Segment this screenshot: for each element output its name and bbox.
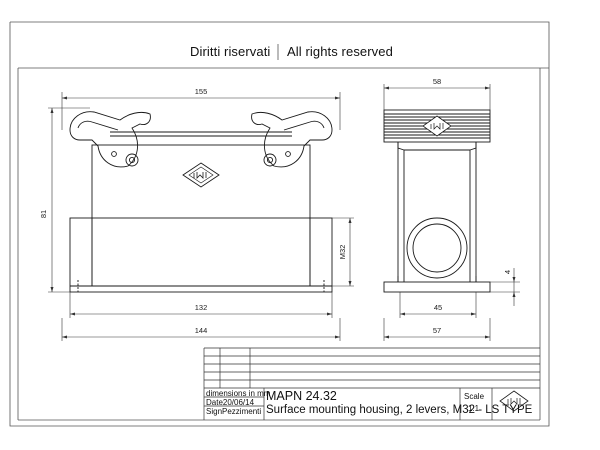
dim-side-outer: 57 <box>433 326 441 335</box>
rights-reserved-en: All rights reserved <box>287 44 393 59</box>
part-description: Surface mounting housing, 2 levers, M32 … <box>266 404 533 416</box>
sign-value: Pezzimenti <box>222 407 262 416</box>
units-label: dimensions in mm <box>206 389 271 398</box>
date-label: Date <box>206 398 223 407</box>
dim-side-width: 58 <box>433 77 441 86</box>
part-code: MAPN 24.32 <box>266 389 337 403</box>
outer-frame <box>9 21 550 427</box>
sign-row: SignPezzimenti <box>206 407 261 416</box>
dim-height-left: 81 <box>39 210 48 218</box>
dim-inner-width: 132 <box>195 303 208 312</box>
dim-thread: M32 <box>338 245 347 260</box>
scale-label: Scale <box>464 392 485 401</box>
dim-side-inner: 45 <box>434 303 442 312</box>
date-value: 20/06/14 <box>222 398 255 407</box>
side-logo-icon <box>422 115 452 137</box>
front-view <box>69 111 333 293</box>
side-view <box>383 109 491 293</box>
title-block-logo-icon <box>499 390 529 412</box>
dim-width-top: 155 <box>195 87 208 96</box>
rights-reserved-it: Diritti riservati <box>190 44 271 59</box>
dim-side-offset: 4 <box>503 270 512 274</box>
scale-value: 1:1 <box>468 404 480 413</box>
title-block <box>203 347 540 420</box>
sign-label: Sign <box>206 407 223 416</box>
logo-icon <box>182 162 220 188</box>
dim-outer-width: 144 <box>195 326 208 335</box>
date-row: Date20/06/14 <box>206 398 254 407</box>
